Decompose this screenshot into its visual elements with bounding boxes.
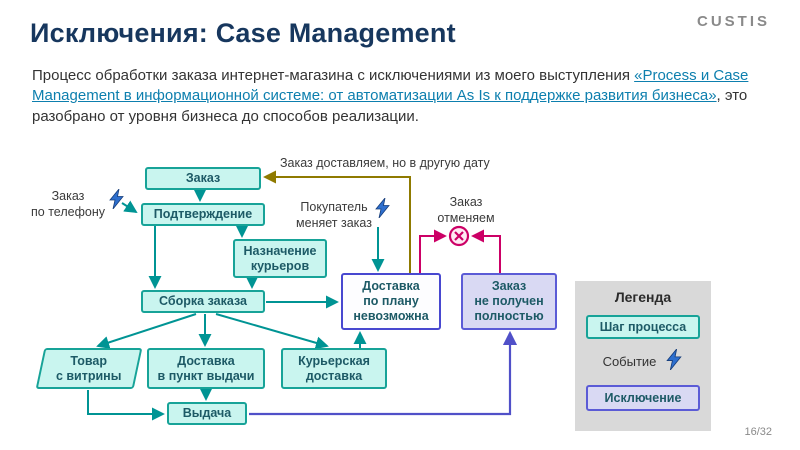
- lightning-icon: [374, 197, 391, 223]
- lightning-icon: [108, 188, 125, 214]
- node-order: Заказ: [145, 167, 261, 190]
- node-courier-delivery: Курьерская доставка: [281, 348, 387, 389]
- event-order-cancelled-label: Заказ отменяем: [437, 195, 495, 225]
- event-customer-changes-label: Покупатель меняет заказ: [296, 200, 372, 230]
- legend-event-label: Событие: [602, 353, 657, 369]
- node-pickup-point-delivery: Доставка в пункт выдачи: [147, 348, 265, 389]
- node-exception-delivery-impossible: Доставка по плану невозможна: [341, 273, 441, 330]
- intro-text-before: Процесс обработки заказа интернет-магази…: [32, 67, 635, 84]
- cancel-x-icon: [447, 224, 471, 253]
- node-order-assembly: Сборка заказа: [141, 290, 265, 313]
- node-goods-from-display: Товар с витрины: [35, 348, 143, 389]
- node-confirmation: Подтверждение: [141, 203, 265, 226]
- custis-logo: CUSTIS: [696, 13, 770, 30]
- intro-text-after: , это разобрано от уровня бизнеса до спо…: [32, 87, 748, 125]
- node-issuing: Выдача: [167, 402, 247, 425]
- legend-title: Легенда: [614, 289, 672, 305]
- event-phone-order-label: Заказ по телефону: [31, 189, 105, 219]
- node-exception-order-not-received: Заказ не получен полностью: [461, 273, 557, 330]
- legend-exception: Исключение: [586, 385, 700, 411]
- page-number: 16/32: [744, 426, 772, 438]
- event-deliver-other-date-label: Заказ доставляем, но в другую дату: [280, 156, 490, 170]
- legend-event-row: Событие: [575, 348, 711, 373]
- lightning-icon: [665, 348, 683, 373]
- node-goods-from-display-label: Товар с витрины: [56, 353, 122, 383]
- intro-paragraph: Процесс обработки заказа интернет-магази…: [32, 66, 774, 127]
- legend-process-step: Шаг процесса: [586, 315, 700, 339]
- page-title: Исключения: Case Management: [30, 18, 456, 48]
- node-courier-assignment: Назначение курьеров: [233, 239, 327, 278]
- legend-panel: Легенда Шаг процесса Событие Исключение: [575, 281, 711, 431]
- talk-link[interactable]: «Process и Case Management в информацион…: [32, 67, 749, 105]
